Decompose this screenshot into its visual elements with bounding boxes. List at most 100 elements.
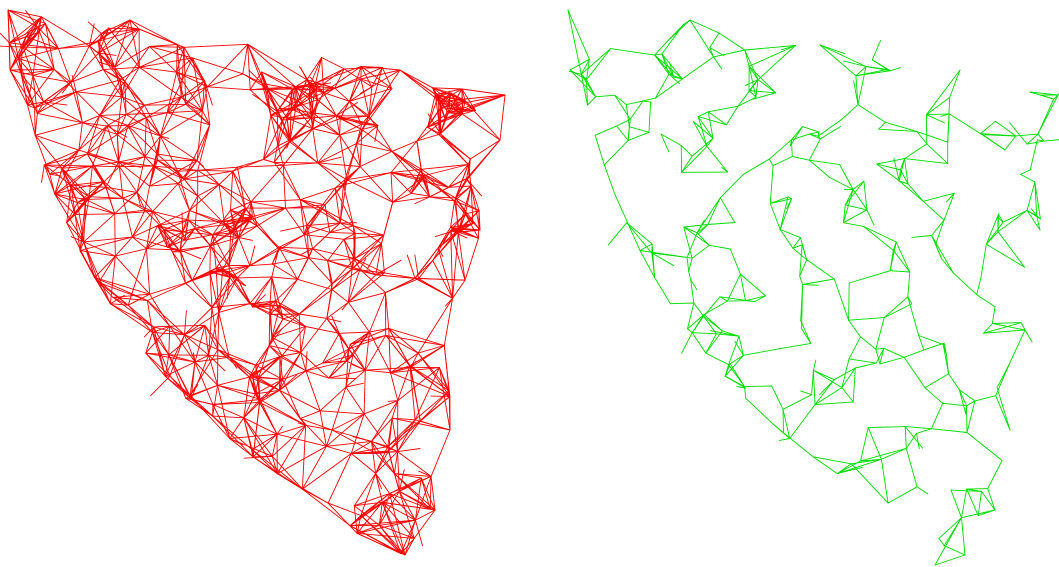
sparse-network-edge [696,197,721,234]
dense-network-edge [179,231,184,251]
dense-network-edge [149,282,186,295]
sparse-network-edge [771,385,784,410]
dense-network-edge [164,361,196,377]
dense-network-edge [189,384,199,396]
dense-network-edge [98,52,117,56]
sparse-network-edge [642,97,656,102]
dense-network-edge [243,417,278,475]
dense-network-edge [309,85,318,101]
dense-network-edge [103,181,116,215]
dense-network-edge [350,413,365,454]
dense-network-edge [271,326,306,338]
sparse-network-edge [1024,329,1033,343]
dense-network-edge [345,386,365,415]
dense-network-edge [157,225,168,248]
dense-network-edge [271,336,302,353]
dense-network-edge [305,362,324,372]
dense-network-edge [159,112,168,137]
dense-network-edge [109,303,129,306]
sparse-network-edge [799,259,808,277]
dense-network-edge [439,94,506,103]
sparse-network-edge [642,100,652,103]
sparse-network-edge [744,49,759,81]
sparse-network-edge [931,235,954,274]
dense-network-edge [20,73,45,103]
dense-network-edge [315,57,323,84]
sparse-network-edge [945,192,955,203]
dense-network-edge [448,178,467,188]
dense-network-edge [9,69,34,76]
sparse-network-edge [681,155,693,173]
dense-network-edge [312,99,318,130]
dense-network-edge [268,328,283,346]
dense-network-edge [230,225,258,234]
dense-network-edge [250,201,286,209]
dense-network-edge [300,352,307,372]
dense-network-edge [222,269,245,286]
sparse-network-edge [743,158,770,175]
sparse-network-edge [819,44,846,55]
sparse-network-edge [898,158,905,182]
dense-network-edge [301,488,351,527]
dense-network-edge [88,23,95,46]
sparse-network-edge [748,45,796,67]
sparse-network-edge [848,282,850,321]
sparse-network-edge [691,244,710,259]
dense-network-edge [268,336,273,347]
dense-network-edge [299,199,341,224]
sparse-network-edge [841,387,854,403]
sparse-network-edge [567,9,590,60]
dense-network-edge [381,501,436,511]
dense-network-edge [81,122,118,135]
dense-network-edge [349,100,379,126]
dense-network-edge [271,313,300,338]
sparse-network-edge [842,222,864,227]
dense-network-edge [414,477,422,521]
dense-network-edge [295,86,324,94]
dense-network-edge [244,207,253,218]
dense-network-edge [9,68,55,71]
dense-network-edge [250,199,301,203]
dense-network-edge [136,159,158,193]
dense-network-edge [88,165,93,198]
dense-network-edge [308,257,333,285]
dense-network-edge [388,327,411,367]
dense-network-edge [381,501,402,555]
dense-network-edge [250,164,284,203]
dense-network-edge [180,96,211,126]
dense-network-edge [420,168,424,180]
dense-network-edge [118,161,155,167]
dense-network-edge [221,216,253,222]
sparse-network-edge [966,400,976,407]
sparse-network-edge [857,104,886,123]
dense-network-edge [108,27,140,30]
sparse-network-edge [842,189,854,224]
dense-network-edge [184,334,210,356]
sparse-network-edge [907,271,911,298]
sparse-network-edge [833,367,856,381]
dense-network-edge [184,234,214,241]
dense-network-edge [437,247,454,299]
dense-network-edge [156,153,198,161]
dense-network-edge [417,352,450,392]
dense-network-edge [218,269,224,313]
dense-network-edge [249,245,256,266]
dense-network-edge [153,326,170,356]
dense-network-edge [146,300,185,336]
dense-network-edge [359,268,377,276]
dense-network-edge [183,124,211,180]
dense-network-edge [217,376,250,386]
dense-network-edge [151,331,166,377]
dense-network-edge [121,66,140,98]
sparse-network-edge [836,460,861,475]
dense-network-edge [224,219,250,226]
dense-network-edge [414,475,432,521]
dense-network-edge [276,445,327,475]
dense-network-edge [308,98,314,130]
dense-network-edge [427,112,449,128]
dense-network-edge [268,314,271,347]
dense-network-edge [248,207,286,221]
dense-network-edge [305,424,333,431]
dense-network-edge [450,226,460,230]
dense-network-edge [351,268,385,274]
